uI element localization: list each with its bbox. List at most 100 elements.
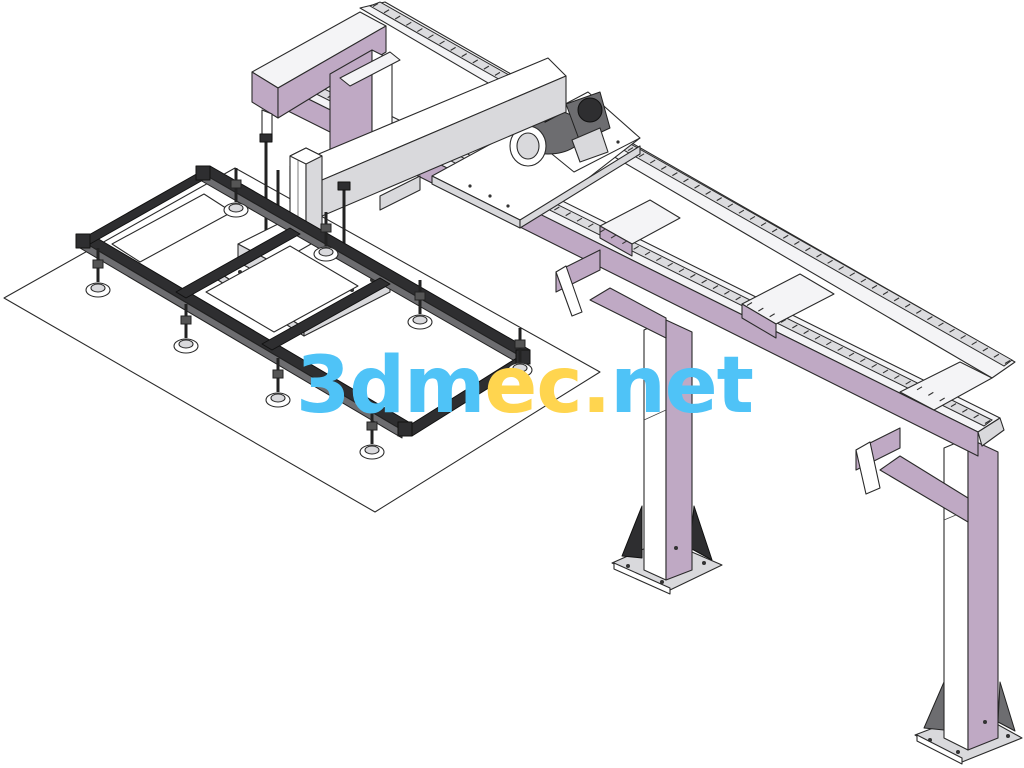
rack-tooth [735, 296, 741, 301]
frame-cross-mid1 [175, 227, 301, 299]
suction-cup [313, 212, 339, 262]
rack-tooth [837, 346, 843, 351]
right-end-cap [977, 417, 1005, 447]
rack-tooth [372, 3, 379, 7]
middle-leg-gusset [621, 505, 643, 559]
rack-tooth [938, 322, 944, 327]
rack-tooth [428, 34, 434, 39]
middle-leg-column-side [665, 319, 693, 581]
rack-tooth [905, 380, 911, 385]
rack-tooth [871, 284, 878, 289]
middle-support-leg [611, 319, 723, 595]
rack-tooth [554, 206, 560, 211]
rack-tooth [960, 334, 966, 339]
watermark-letter: t [717, 341, 753, 431]
rack-tooth [814, 335, 821, 340]
rack-tooth [904, 303, 911, 308]
rack-tooth [439, 40, 445, 45]
rack-tooth [849, 272, 856, 277]
right-leg-column-side [967, 437, 999, 751]
rack-tooth [694, 184, 700, 189]
rack-tooth [816, 253, 822, 258]
rack-tooth [780, 318, 787, 323]
rack-tooth [565, 212, 571, 217]
watermark-letter: e [484, 341, 536, 431]
rack-tooth [461, 53, 467, 58]
rack-tooth [450, 46, 456, 51]
rack-tooth [649, 159, 656, 164]
suction-cup [407, 280, 433, 330]
rack-tooth [848, 352, 855, 357]
rack-tooth [860, 278, 867, 283]
rack-tooth [860, 358, 866, 363]
rack-tooth [894, 375, 900, 380]
rack-tooth [882, 291, 889, 296]
rack-tooth [771, 228, 778, 233]
rack-tooth [494, 71, 501, 76]
rack-tooth [638, 153, 645, 158]
rack-tooth [794, 241, 800, 245]
rack-tooth [712, 285, 719, 290]
rack-tooth [871, 363, 877, 368]
watermark-letter: m [404, 341, 484, 431]
rack-tooth [760, 222, 767, 227]
watermark-letter: n [610, 341, 665, 431]
rack-tooth [701, 279, 707, 284]
rack-tooth [962, 408, 968, 413]
rack-tooth [882, 369, 889, 374]
suction-cup [223, 168, 249, 218]
rack-tooth [705, 190, 711, 195]
rack-tooth [769, 313, 775, 318]
rack-tooth [782, 234, 789, 239]
watermark-letter: . [582, 341, 611, 431]
rack-tooth [792, 324, 798, 329]
rack-tooth [483, 65, 490, 70]
rack-tooth [727, 203, 734, 208]
suction-cup [507, 328, 533, 378]
rack-tooth [644, 251, 651, 256]
drive-motor [509, 91, 611, 167]
rack-tooth [916, 386, 923, 391]
rack-tooth [949, 328, 955, 333]
right-leg-gusset [923, 681, 945, 731]
rack-tooth [758, 307, 764, 312]
suction-cup [359, 410, 385, 460]
watermark-text: 3dmec.net [296, 341, 753, 431]
left-end-frame [251, 11, 401, 161]
rack-tooth [928, 391, 934, 396]
rack-tooth [805, 247, 811, 252]
rack-tooth [678, 268, 685, 273]
rack-tooth [660, 165, 667, 170]
rack-tooth [939, 397, 945, 402]
watermark: 3dmec.net [296, 341, 754, 431]
rack-tooth [1004, 360, 1011, 364]
rack-tooth [690, 273, 696, 278]
rack-tooth [893, 297, 900, 302]
rack-tooth [599, 228, 605, 233]
rack-tooth [826, 341, 832, 346]
watermark-letter: e [665, 341, 717, 431]
rack-tooth [984, 420, 991, 424]
rack-tooth [576, 217, 583, 222]
rack-tooth [827, 259, 833, 264]
rack-tooth [950, 403, 957, 408]
rack-tooth [716, 197, 723, 202]
rack-tooth [916, 309, 922, 314]
middle-diagonal-brace [589, 287, 667, 339]
watermark-letter: c [536, 341, 581, 431]
rack-tooth [927, 316, 933, 321]
rack-tooth [724, 290, 730, 295]
watermark-letter: 3 [296, 341, 349, 431]
rack-tooth [667, 262, 673, 267]
rack-tooth [749, 215, 756, 220]
frame-cross-mid2 [261, 277, 391, 351]
gripper-frame [75, 165, 531, 439]
cross-member-3 [899, 361, 993, 411]
rack-tooth [838, 266, 844, 271]
rack-tooth [656, 257, 662, 262]
rack-tooth [982, 347, 989, 352]
rack-tooth [973, 414, 979, 419]
rack-tooth [405, 21, 412, 26]
rack-tooth [738, 209, 745, 214]
